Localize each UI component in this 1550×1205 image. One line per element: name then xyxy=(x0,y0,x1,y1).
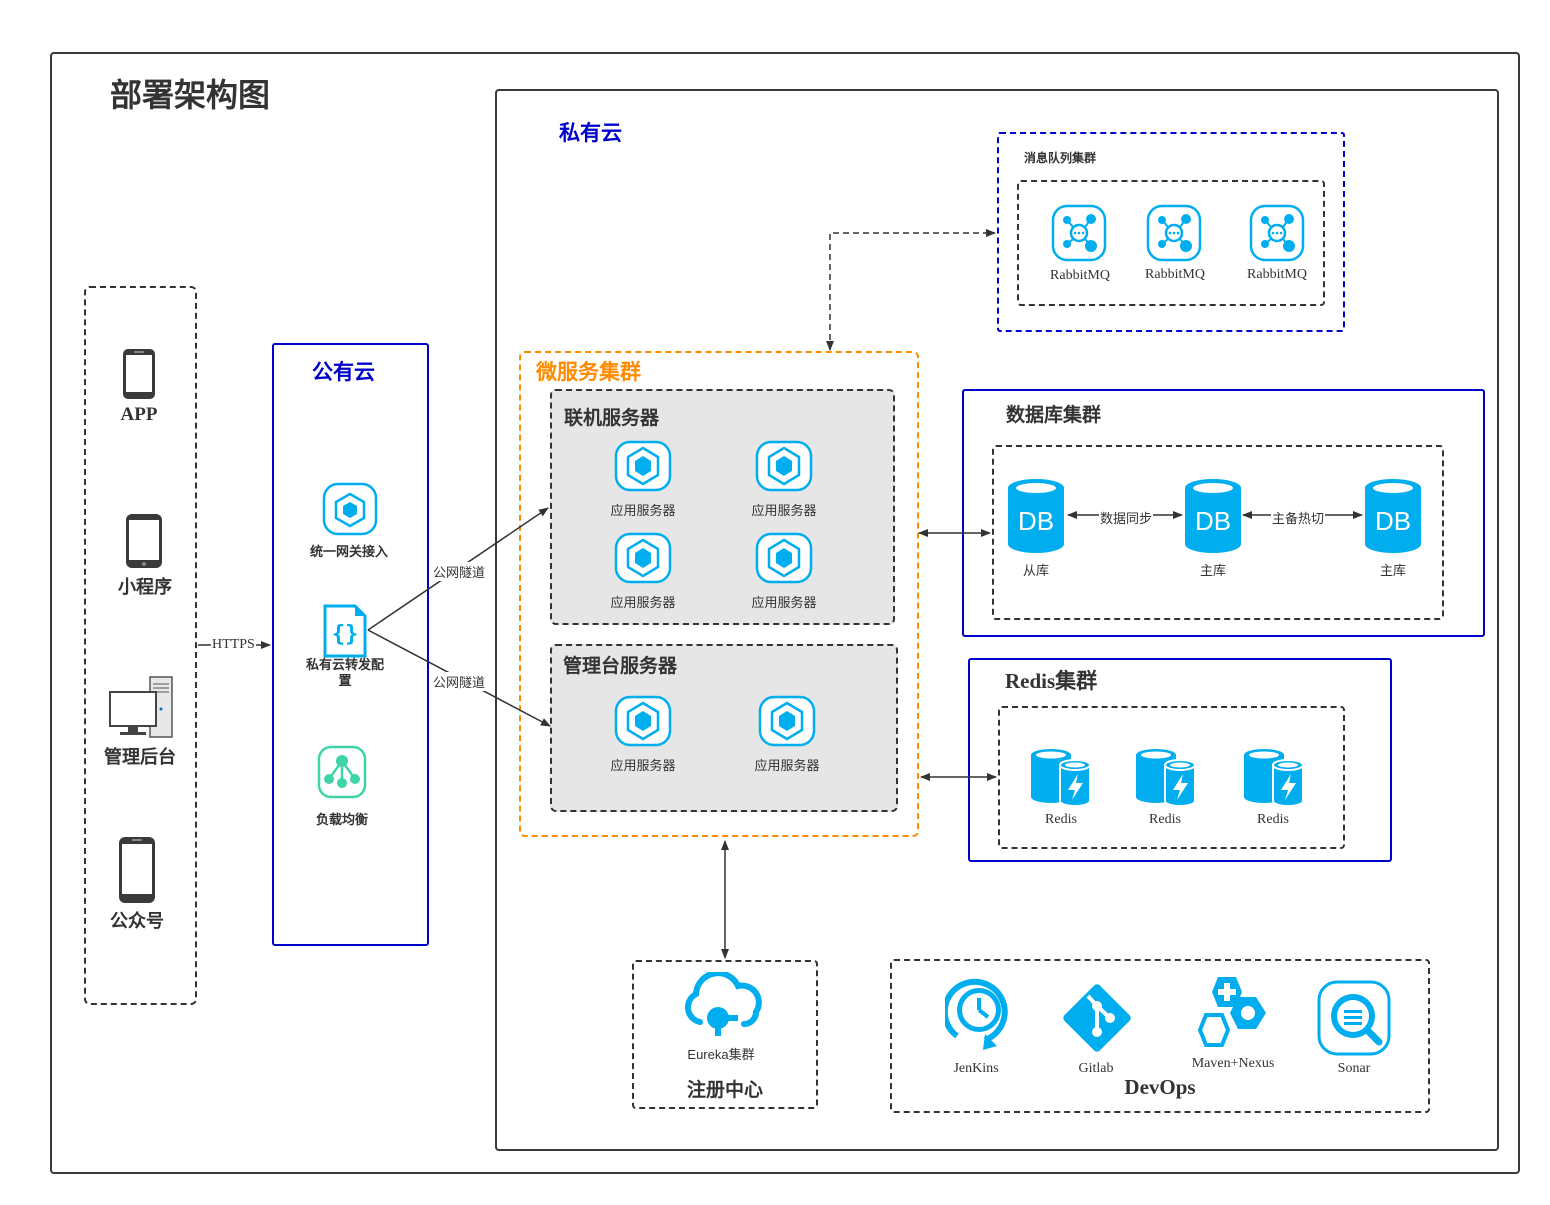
client-label-official-account: 公众号 xyxy=(110,911,164,931)
svg-text:{}: {} xyxy=(332,622,359,647)
app-server-icon xyxy=(755,440,813,492)
eureka-label: Eureka集群 xyxy=(687,1047,755,1062)
db-node-text: DB xyxy=(1374,506,1412,536)
db-cluster-title: 数据库集群 xyxy=(1006,405,1102,426)
microservice-cluster-box xyxy=(519,351,919,837)
private-cloud-title: 私有云 xyxy=(559,122,622,145)
https-label: HTTPS xyxy=(211,637,256,653)
desktop-computer-icon xyxy=(109,676,173,738)
phone-icon xyxy=(126,514,162,568)
db-sync-label: 数据同步 xyxy=(1099,508,1154,527)
config-file-icon: {} xyxy=(323,604,367,658)
gateway-label: 统一网关接入 xyxy=(309,544,389,559)
public-cloud-box xyxy=(272,343,429,946)
database-icon: DB xyxy=(1364,478,1422,554)
load-balancer-icon xyxy=(317,745,367,799)
database-icon: DB xyxy=(1184,478,1242,554)
app-server-icon xyxy=(614,532,672,584)
app-server-label: 应用服务器 xyxy=(610,503,676,518)
jenkins-icon xyxy=(945,978,1008,1050)
redis-cluster-title: Redis集群 xyxy=(1005,669,1098,693)
db-inner-box xyxy=(992,445,1444,620)
client-label-miniprogram: 小程序 xyxy=(118,577,172,597)
diagram-frame xyxy=(50,52,1520,1174)
app-server-label: 应用服务器 xyxy=(751,503,817,518)
client-label-app: APP xyxy=(120,404,158,425)
sonar-icon xyxy=(1317,980,1391,1056)
mq-inner-box xyxy=(1017,180,1325,306)
maven-nexus-icon xyxy=(1197,977,1266,1047)
registry-title: 注册中心 xyxy=(686,1080,764,1101)
db-node-label: 主库 xyxy=(1199,563,1227,578)
redis-icon xyxy=(1244,749,1304,807)
maven-nexus-label: Maven+Nexus xyxy=(1191,1056,1275,1071)
app-server-label: 应用服务器 xyxy=(610,758,676,773)
sonar-label: Sonar xyxy=(1337,1061,1371,1076)
database-icon: DB xyxy=(1007,478,1065,554)
redis-label: Redis xyxy=(1045,812,1077,827)
gateway-cube-icon xyxy=(322,482,378,536)
eureka-cloud-icon xyxy=(684,972,762,1036)
db-cluster-box xyxy=(962,389,1485,637)
mq-edge xyxy=(826,229,996,351)
forward-config-label: 私有云转发配置 xyxy=(305,657,384,688)
online-servers-box xyxy=(550,389,895,625)
redis-label: Redis xyxy=(1257,812,1289,827)
app-server-label: 应用服务器 xyxy=(610,595,676,610)
registry-box xyxy=(632,960,818,1109)
rabbitmq-icon xyxy=(1249,204,1305,262)
online-servers-title: 联机服务器 xyxy=(564,408,660,429)
app-server-icon xyxy=(758,695,816,747)
microservice-cluster-title: 微服务集群 xyxy=(536,361,641,384)
gitlab-label: Gitlab xyxy=(1078,1061,1114,1076)
phone-icon xyxy=(123,349,155,399)
db-node-label: 从库 xyxy=(1022,563,1050,578)
public-cloud-title: 公有云 xyxy=(312,361,375,384)
rabbitmq-label: RabbitMQ xyxy=(1247,267,1307,282)
load-balancer-label: 负载均衡 xyxy=(315,812,369,827)
db-node-text: DB xyxy=(1017,506,1055,536)
admin-servers-box xyxy=(550,644,898,812)
redis-inner-box xyxy=(998,706,1345,849)
phone-icon xyxy=(119,837,155,903)
private-cloud-box xyxy=(495,89,1499,1151)
mq-cluster-title: 消息队列集群 xyxy=(1024,151,1097,165)
tunnel-label-bottom: 公网隧道 xyxy=(432,672,487,691)
rabbitmq-icon xyxy=(1146,204,1202,262)
clients-box xyxy=(84,286,197,1005)
app-server-label: 应用服务器 xyxy=(751,595,817,610)
devops-title: DevOps xyxy=(1124,1075,1196,1099)
diagram-title: 部署架构图 xyxy=(110,77,271,113)
redis-label: Redis xyxy=(1149,812,1181,827)
admin-servers-title: 管理台服务器 xyxy=(563,656,678,677)
rabbitmq-label: RabbitMQ xyxy=(1145,267,1205,282)
mq-cluster-box xyxy=(997,132,1345,332)
tunnel-label-top: 公网隧道 xyxy=(432,562,487,581)
app-server-label: 应用服务器 xyxy=(754,758,820,773)
app-server-icon xyxy=(614,440,672,492)
devops-box xyxy=(890,959,1430,1113)
redis-cluster-box xyxy=(968,658,1392,862)
redis-icon xyxy=(1031,749,1091,807)
app-server-icon xyxy=(755,532,813,584)
rabbitmq-label: RabbitMQ xyxy=(1050,268,1110,283)
db-failover-label: 主备热切 xyxy=(1271,508,1326,527)
db-node-label: 主库 xyxy=(1379,563,1407,578)
redis-icon xyxy=(1136,749,1196,807)
rabbitmq-icon xyxy=(1051,204,1107,262)
client-label-admin: 管理后台 xyxy=(104,747,176,767)
jenkins-label: JenKins xyxy=(953,1061,999,1076)
db-node-text: DB xyxy=(1194,506,1232,536)
gitlab-icon xyxy=(1063,984,1131,1052)
app-server-icon xyxy=(614,695,672,747)
